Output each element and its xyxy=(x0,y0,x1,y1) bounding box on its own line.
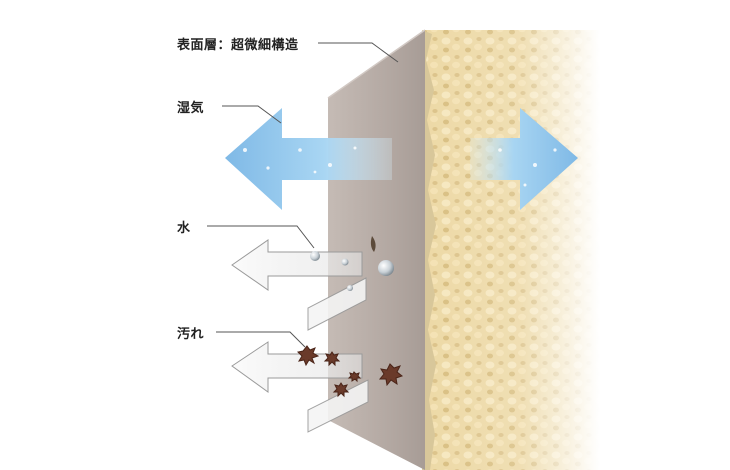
leader-lines xyxy=(207,42,399,348)
moisture-droplets xyxy=(243,146,557,187)
label-dirt: 汚れ xyxy=(177,327,205,342)
dirt-particles xyxy=(296,345,404,398)
water-droplets xyxy=(310,236,394,291)
label-surface-layer: 表面層：超微細構造 xyxy=(177,38,299,53)
surface-edge xyxy=(422,30,436,470)
moisture-arrow-left xyxy=(225,108,392,210)
foam-layer xyxy=(425,30,600,470)
label-moisture: 湿気 xyxy=(177,101,205,116)
moisture-arrow-right xyxy=(470,108,578,210)
label-water: 水 xyxy=(177,221,191,236)
water-repel-arrow xyxy=(231,239,367,331)
